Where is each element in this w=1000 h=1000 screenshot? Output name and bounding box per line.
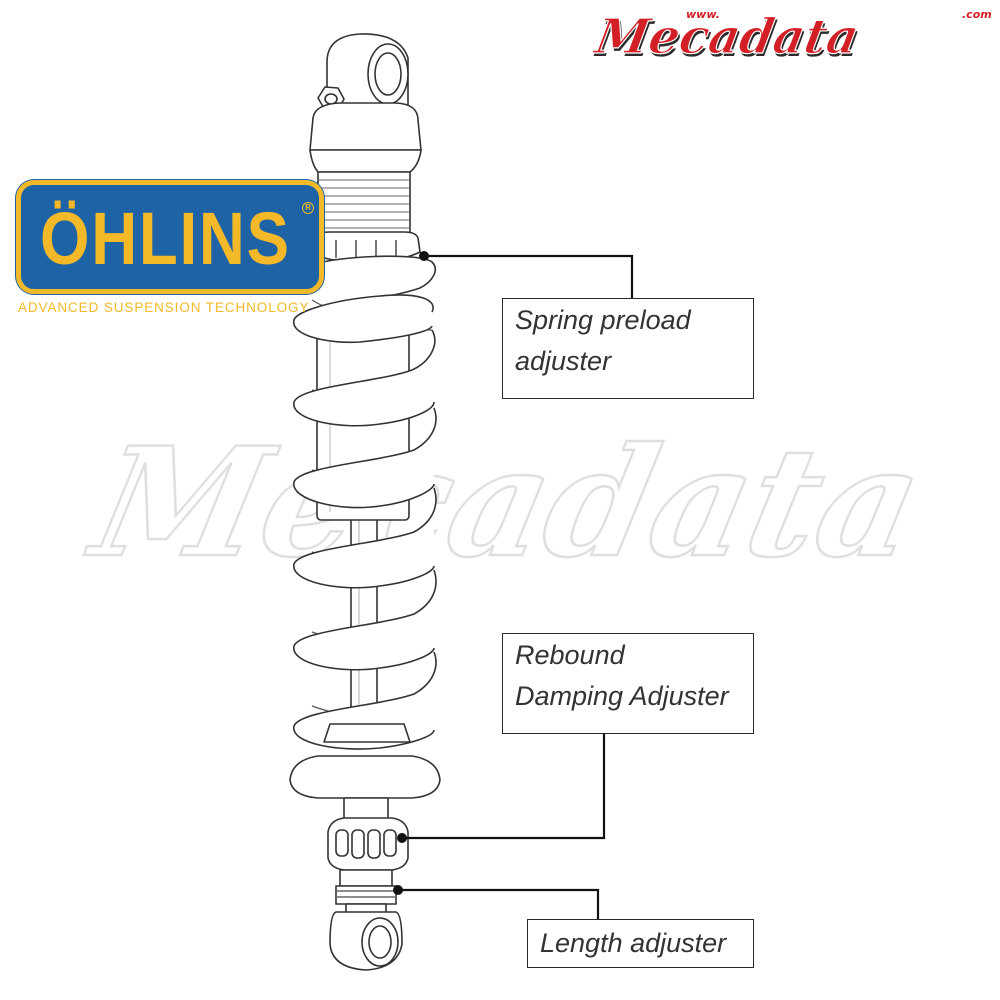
mecadata-logo-shadow: Mecadata bbox=[591, 12, 865, 68]
leader-dot-rebound bbox=[397, 833, 407, 843]
mecadata-logo: Mecadata Mecadata www. .com bbox=[589, 4, 996, 68]
ohlins-badge bbox=[16, 180, 324, 294]
ohlins-logo: ÖHLINS R ADVANCED SUSPENSION TECHNOLOGY bbox=[16, 180, 328, 318]
shock-absorber bbox=[289, 33, 441, 971]
ohlins-tagline: ADVANCED SUSPENSION TECHNOLOGY bbox=[18, 300, 310, 315]
watermark: Mecadata bbox=[74, 413, 937, 592]
leader-line-rebound bbox=[402, 734, 606, 840]
top-eyelet bbox=[317, 33, 409, 111]
leader-lines bbox=[398, 254, 634, 919]
threaded-collar bbox=[317, 171, 411, 235]
mecadata-logo-prefix: www. bbox=[686, 8, 720, 21]
callout-rebound-line2: Damping Adjuster bbox=[515, 681, 729, 711]
callout-spring-preload-line1: Spring preload bbox=[515, 305, 691, 335]
leader-dot-spring-preload bbox=[419, 251, 429, 261]
rebound-damping-adjuster bbox=[327, 797, 409, 871]
callout-rebound-line1: Rebound bbox=[515, 640, 625, 670]
watermark-text: Mecadata bbox=[75, 415, 936, 591]
mecadata-logo-suffix: .com bbox=[962, 8, 992, 21]
callout-spring-preload-adjuster: Spring preload adjuster bbox=[502, 298, 754, 399]
length-adjuster bbox=[335, 869, 397, 915]
leader-line-length bbox=[398, 888, 600, 919]
lower-spring-seat bbox=[289, 723, 441, 799]
top-mount bbox=[309, 102, 422, 235]
leader-dots bbox=[393, 251, 429, 895]
mecadata-logo-text: Mecadata bbox=[589, 9, 863, 65]
callout-length-line1: Length adjuster bbox=[540, 928, 727, 958]
callout-spring-preload-line2: adjuster bbox=[515, 346, 612, 376]
callout-rebound-damping-adjuster: Rebound Damping Adjuster bbox=[502, 633, 754, 734]
ohlins-wordmark: ÖHLINS bbox=[40, 197, 291, 280]
bottom-eyelet bbox=[329, 911, 403, 971]
leader-line-spring-preload bbox=[424, 254, 634, 298]
registered-mark-icon: R bbox=[302, 202, 314, 214]
leader-dot-length bbox=[393, 885, 403, 895]
callout-length-adjuster: Length adjuster bbox=[527, 919, 754, 968]
